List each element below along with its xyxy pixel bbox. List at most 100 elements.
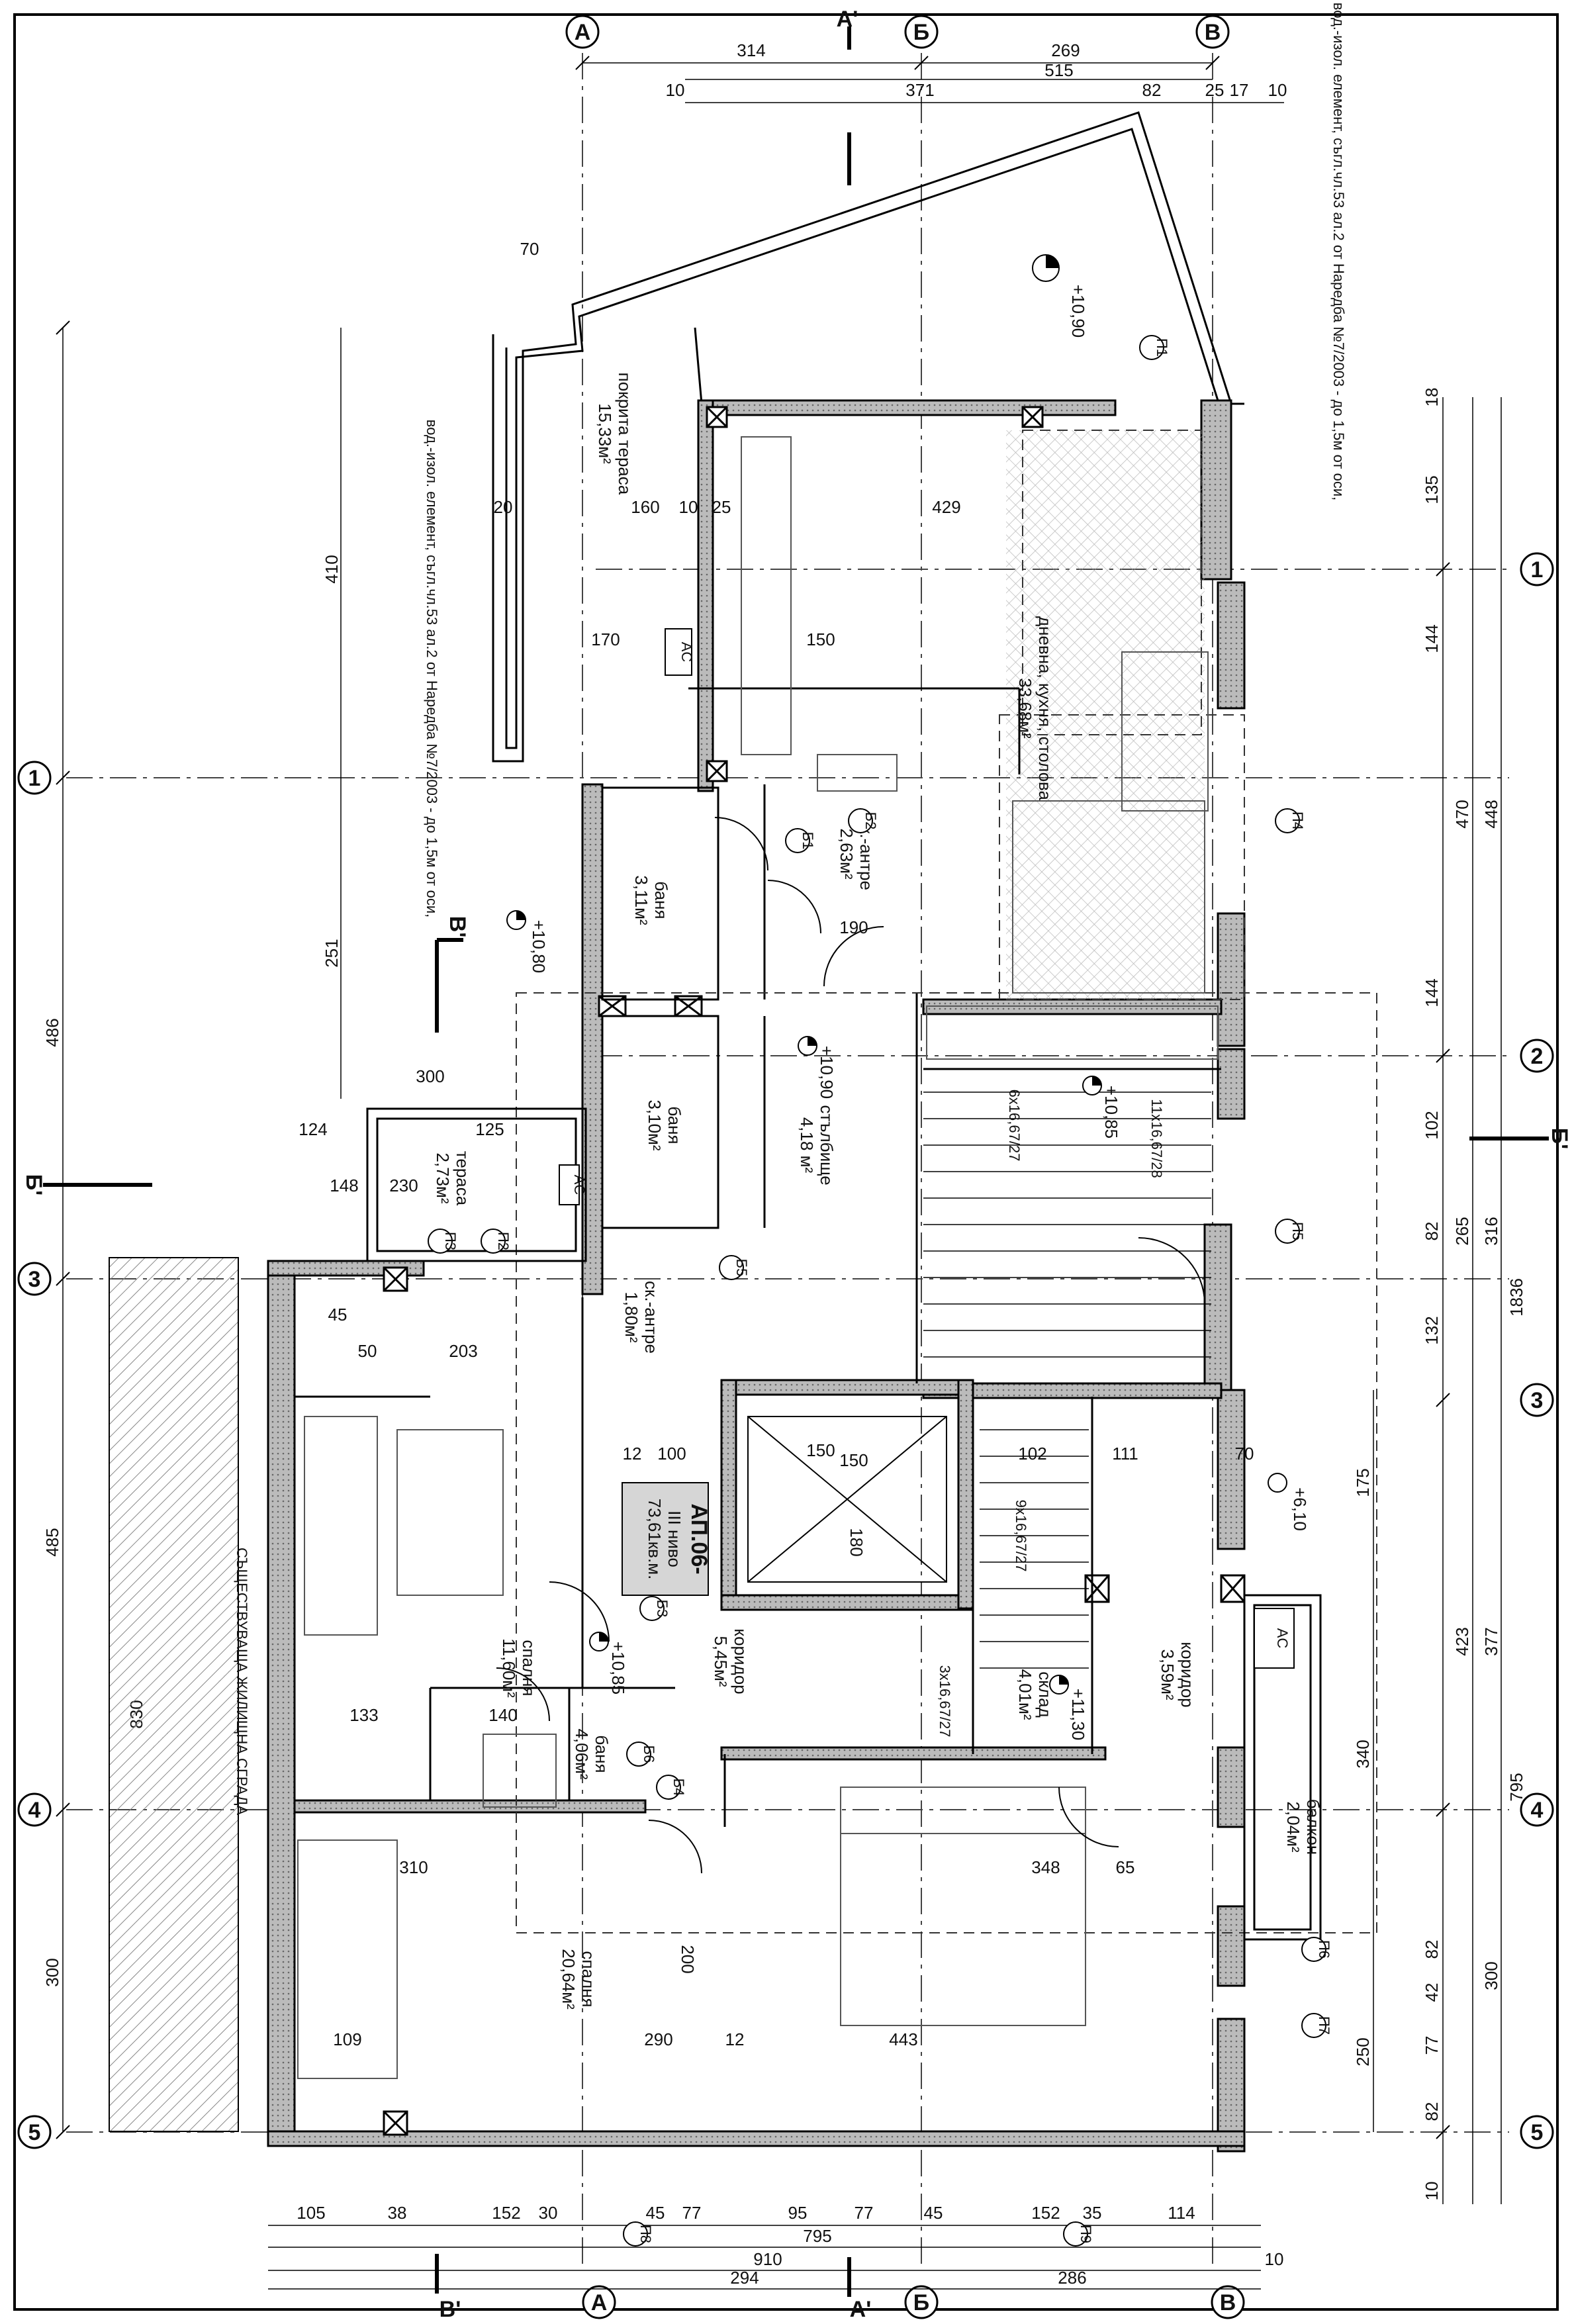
svg-text:515: 515 bbox=[1044, 60, 1073, 80]
svg-text:148: 148 bbox=[330, 1176, 358, 1195]
svg-text:82: 82 bbox=[1422, 1222, 1442, 1241]
axis-bubbles: А Б В А Б В 1 3 4 5 1 2 3 4 5 bbox=[17, 15, 1554, 2319]
svg-text:В': В' bbox=[445, 916, 470, 938]
svg-text:2,73м²: 2,73м² bbox=[433, 1152, 453, 1203]
svg-text:316: 316 bbox=[1481, 1217, 1501, 1245]
svg-text:95: 95 bbox=[788, 2203, 808, 2223]
svg-text:2: 2 bbox=[1531, 1044, 1544, 1069]
exterior-walls bbox=[267, 399, 1246, 2153]
svg-text:125: 125 bbox=[475, 1119, 504, 1139]
axis-bubble-3-right: 3 bbox=[1520, 1383, 1554, 1417]
svg-text:4: 4 bbox=[1531, 1798, 1544, 1823]
svg-text:П5: П5 bbox=[1289, 1222, 1306, 1240]
svg-text:3,59м²: 3,59м² bbox=[1158, 1649, 1178, 1700]
svg-text:коридор: коридор bbox=[731, 1628, 751, 1694]
svg-text:82: 82 bbox=[1422, 2102, 1442, 2121]
neighbor-building-label: СЪЩЕСТВУВАЩА ЖИЛИЩНА СГРАДА bbox=[234, 1548, 250, 1815]
svg-text:160: 160 bbox=[631, 497, 659, 517]
level-mark-6: +11,30 bbox=[1049, 1675, 1088, 1740]
svg-text:114: 114 bbox=[1168, 2203, 1195, 2223]
svg-text:45: 45 bbox=[646, 2203, 665, 2223]
svg-text:покрита тераса: покрита тераса bbox=[615, 373, 635, 495]
svg-text:133: 133 bbox=[349, 1705, 378, 1725]
svg-text:30: 30 bbox=[539, 2203, 558, 2223]
door-tag-p8: П8 bbox=[623, 2221, 654, 2247]
axis-bubble-4-left: 4 bbox=[17, 1792, 52, 1827]
svg-text:AC: AC bbox=[678, 642, 695, 663]
door-tag-b4: Б4 bbox=[656, 1775, 687, 1800]
door-tag-b3: Б3 bbox=[639, 1596, 670, 1621]
svg-text:П9: П9 bbox=[1078, 2225, 1094, 2243]
svg-text:25: 25 bbox=[712, 497, 731, 517]
axis-bubble-5-left: 5 bbox=[17, 2115, 52, 2149]
svg-text:тераса: тераса bbox=[453, 1151, 473, 1206]
svg-text:150: 150 bbox=[806, 1440, 835, 1460]
svg-text:Б': Б' bbox=[21, 1174, 46, 1196]
svg-text:А': А' bbox=[837, 7, 858, 32]
stair-treads bbox=[923, 1092, 1211, 1669]
note-left-mid: вод.-изол. елемент, съгл.чл.53 ал.2 от Н… bbox=[424, 420, 440, 917]
svg-text:Б4: Б4 bbox=[670, 1779, 687, 1796]
svg-text:AC: AC bbox=[1274, 1628, 1291, 1649]
svg-text:Б3: Б3 bbox=[654, 1600, 670, 1618]
door-tag-b6: Б6 bbox=[626, 1742, 657, 1767]
svg-text:25: 25 bbox=[1205, 80, 1225, 100]
svg-text:294: 294 bbox=[730, 2268, 759, 2288]
svg-text:102: 102 bbox=[1018, 1444, 1046, 1464]
door-tag-p4: П4 bbox=[1275, 808, 1306, 833]
svg-text:+6,10: +6,10 bbox=[1290, 1487, 1310, 1531]
svg-text:290: 290 bbox=[644, 2029, 672, 2049]
level-mark-1: +10,90 bbox=[1032, 254, 1088, 338]
svg-text:4,18 м²: 4,18 м² bbox=[797, 1117, 817, 1174]
ac-unit-1: AC bbox=[665, 628, 695, 676]
svg-text:А': А' bbox=[850, 2297, 872, 2322]
axis-bubble-a-bottom: А bbox=[582, 2285, 616, 2319]
svg-text:баня: баня bbox=[665, 1106, 684, 1144]
svg-text:45: 45 bbox=[924, 2203, 943, 2223]
svg-text:144: 144 bbox=[1422, 624, 1442, 653]
axis-bubble-b-top: Б bbox=[904, 15, 939, 49]
svg-text:410: 410 bbox=[322, 555, 342, 583]
svg-text:3: 3 bbox=[1531, 1388, 1544, 1413]
svg-text:3,10м²: 3,10м² bbox=[645, 1099, 665, 1150]
svg-text:балкон: балкон bbox=[1303, 1799, 1323, 1855]
svg-text:70: 70 bbox=[520, 239, 539, 259]
svg-text:230: 230 bbox=[389, 1176, 418, 1195]
svg-text:33,68м²: 33,68м² bbox=[1015, 678, 1035, 739]
svg-text:180: 180 bbox=[847, 1528, 866, 1556]
svg-text:3: 3 bbox=[28, 1267, 41, 1292]
svg-text:2,04м²: 2,04м² bbox=[1283, 1801, 1303, 1852]
svg-text:стълбище: стълбище bbox=[817, 1105, 837, 1185]
svg-text:В': В' bbox=[439, 2297, 461, 2322]
svg-text:50: 50 bbox=[358, 1341, 377, 1361]
svg-text:135: 135 bbox=[1422, 475, 1442, 504]
svg-text:250: 250 bbox=[1353, 2037, 1373, 2066]
svg-text:20: 20 bbox=[494, 497, 513, 517]
svg-text:+10,85: +10,85 bbox=[1101, 1086, 1121, 1139]
svg-text:109: 109 bbox=[333, 2029, 361, 2049]
door-tag-p6: П6 bbox=[1301, 1937, 1332, 1962]
svg-text:340: 340 bbox=[1353, 1740, 1373, 1768]
svg-text:12: 12 bbox=[623, 1444, 642, 1464]
svg-text:В: В bbox=[1220, 2290, 1236, 2315]
svg-text:ІІІ ниво: ІІІ ниво bbox=[665, 1511, 684, 1567]
axis-bubble-5-right: 5 bbox=[1520, 2115, 1554, 2149]
svg-text:+10,90: +10,90 bbox=[1068, 285, 1088, 338]
svg-text:5,45м²: 5,45м² bbox=[711, 1636, 731, 1687]
svg-text:35: 35 bbox=[1083, 2203, 1102, 2223]
svg-text:100: 100 bbox=[657, 1444, 686, 1464]
svg-text:20,64м²: 20,64м² bbox=[559, 1949, 578, 2010]
door-tag-p3: П3 bbox=[428, 1229, 459, 1254]
svg-text:1836: 1836 bbox=[1506, 1278, 1526, 1317]
svg-text:70: 70 bbox=[1235, 1444, 1254, 1464]
sheet-frame bbox=[13, 13, 1559, 2311]
svg-text:1,80м²: 1,80м² bbox=[622, 1291, 641, 1342]
svg-text:10: 10 bbox=[666, 80, 685, 100]
furniture bbox=[297, 436, 1219, 2079]
axis-bubble-4-right: 4 bbox=[1520, 1792, 1554, 1827]
